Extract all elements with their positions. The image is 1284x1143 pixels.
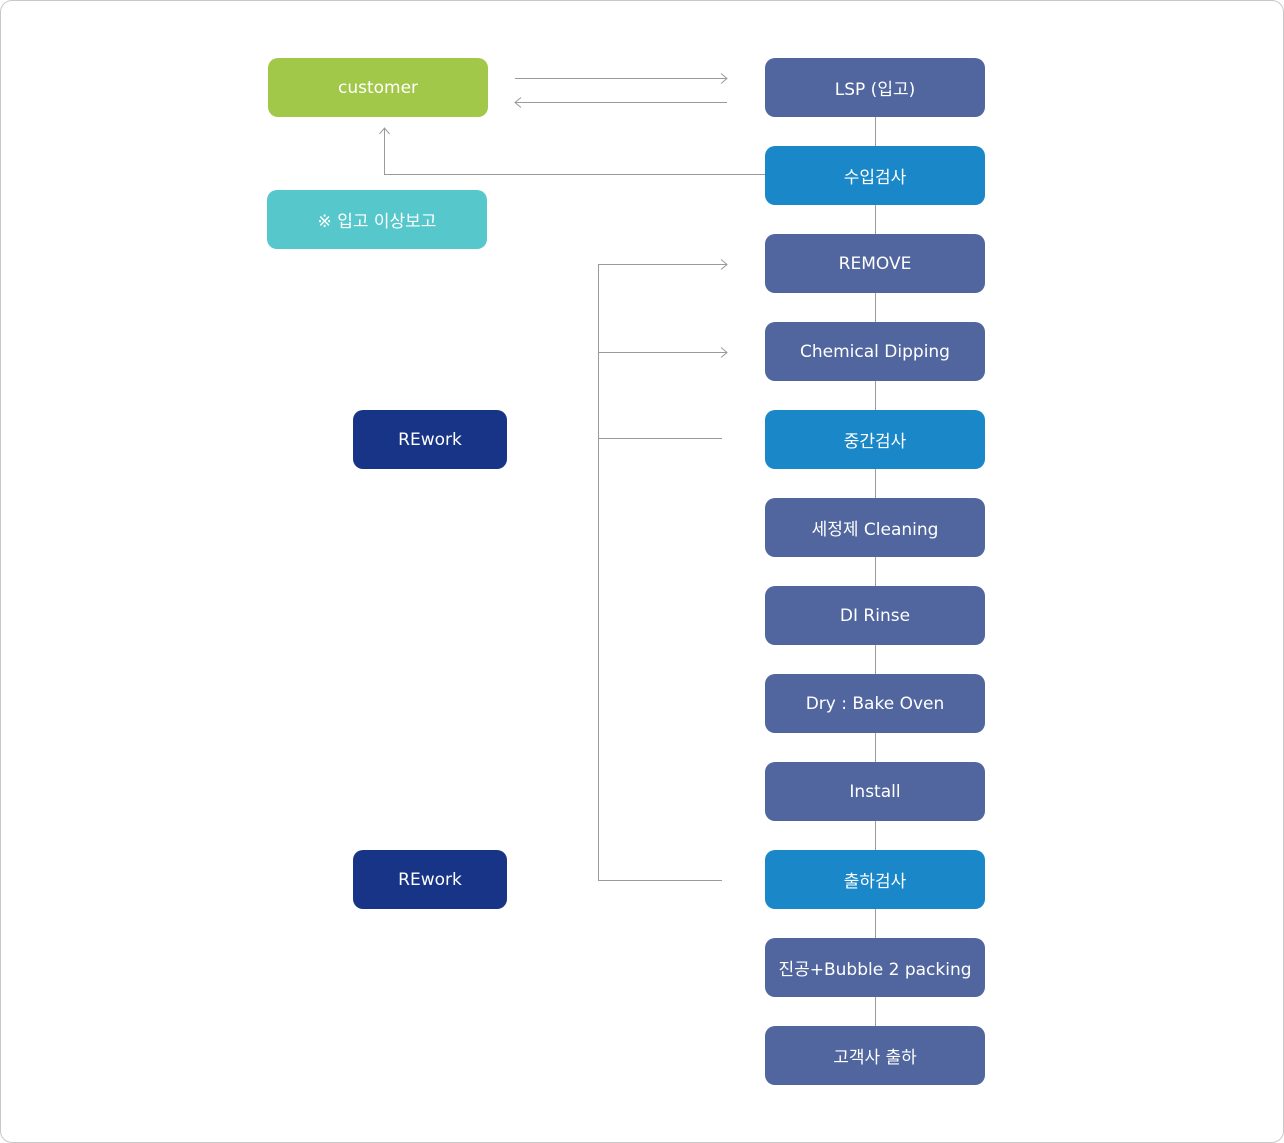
step-label: 중간검사	[843, 432, 907, 452]
step-detergent-cleaning: 세정제 Cleaning	[765, 498, 985, 557]
rework-node-mid: REwork	[353, 410, 507, 469]
step-label: LSP (입고)	[834, 80, 916, 100]
inspection-to-customer-line	[384, 129, 765, 175]
step-di-rinse: DI Rinse	[765, 586, 985, 645]
step-mid-inspection: 중간검사	[765, 410, 985, 469]
step-label: REMOVE	[838, 253, 912, 274]
rework-label: REwork	[398, 869, 462, 890]
incoming-issue-report-node: ※ 입고 이상보고	[267, 190, 487, 249]
step-vacuum-bubble-packing: 진공+Bubble 2 packing	[765, 938, 985, 997]
lsp-to-customer-arrowhead	[514, 97, 522, 108]
step-chemical-dipping: Chemical Dipping	[765, 322, 985, 381]
step-install: Install	[765, 762, 985, 821]
step-dry-bake-oven: Dry : Bake Oven	[765, 674, 985, 733]
step-label: DI Rinse	[839, 605, 911, 626]
rework-to-remove-arrowhead	[720, 259, 728, 270]
incoming-issue-report-label: ※ 입고 이상보고	[317, 212, 437, 232]
rework-label: REwork	[398, 429, 462, 450]
step-label: Dry : Bake Oven	[805, 693, 945, 714]
step-customer-shipment: 고객사 출하	[765, 1026, 985, 1085]
step-label: 진공+Bubble 2 packing	[778, 960, 972, 980]
inspection-to-customer-arrowhead	[379, 127, 390, 135]
step-remove: REMOVE	[765, 234, 985, 293]
rework-node-final: REwork	[353, 850, 507, 909]
step-label: 수입검사	[843, 168, 907, 188]
rework-to-dipping-arrowhead	[720, 347, 728, 358]
customer-to-lsp-arrowhead	[720, 73, 728, 84]
customer-node: customer	[268, 58, 488, 117]
step-label: Install	[849, 781, 901, 802]
step-final-inspection: 출하검사	[765, 850, 985, 909]
customer-label: customer	[337, 77, 419, 98]
step-label: 세정제 Cleaning	[811, 520, 939, 540]
step-label: Chemical Dipping	[800, 341, 950, 362]
step-label: 고객사 출하	[833, 1048, 917, 1068]
step-lsp-receiving: LSP (입고)	[765, 58, 985, 117]
step-label: 출하검사	[843, 872, 907, 892]
step-incoming-inspection: 수입검사	[765, 146, 985, 205]
